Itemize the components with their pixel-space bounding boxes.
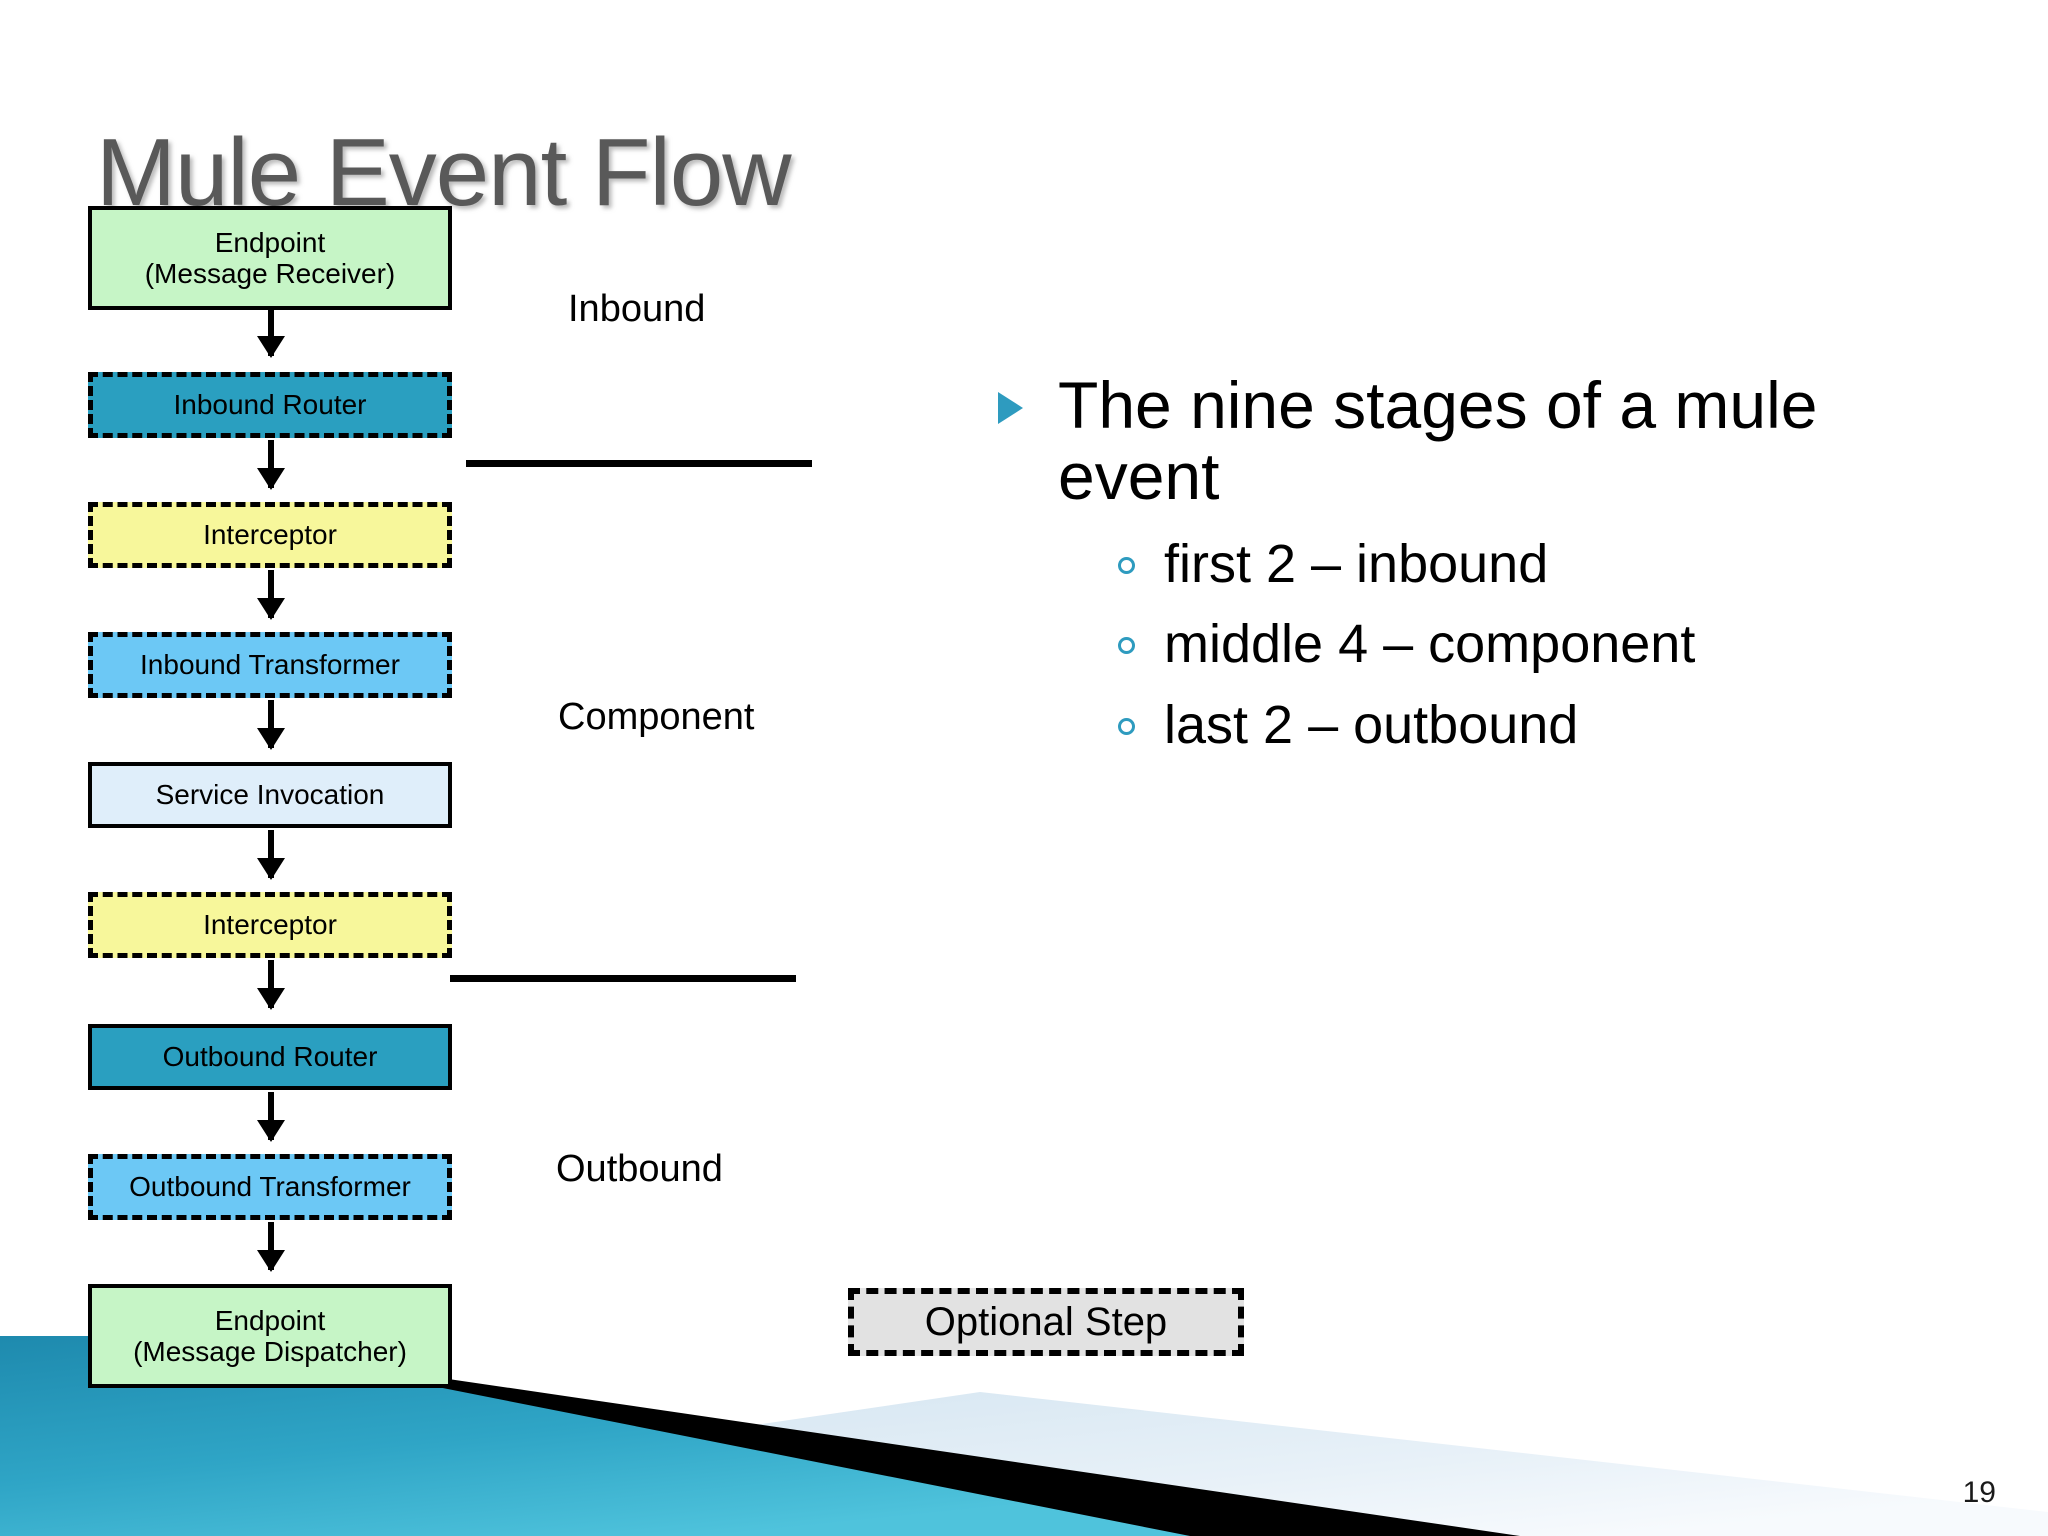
connector-arrow (257, 440, 285, 490)
section-label-outbound: Outbound (556, 1148, 723, 1190)
section-divider-inbound (466, 460, 812, 467)
circle-bullet-icon (1118, 556, 1135, 574)
flow-node-label: Endpoint (Message Dispatcher) (133, 1304, 407, 1367)
flow-node-outbound-transformer[interactable]: Outbound Transformer (88, 1154, 452, 1220)
flow-node-label: Interceptor (203, 519, 337, 551)
flow-node-endpoint-receiver[interactable]: Endpoint (Message Receiver) (88, 206, 452, 310)
bullet-main: The nine stages of a mule event (990, 368, 1990, 514)
connector-arrow (257, 830, 285, 880)
bullet-sub-text: middle 4 – component (1164, 614, 1696, 675)
flow-node-endpoint-dispatcher[interactable]: Endpoint (Message Dispatcher) (88, 1284, 452, 1388)
section-label-inbound: Inbound (568, 288, 706, 330)
bullet-sublist: first 2 – inbound middle 4 – component l… (990, 531, 1990, 760)
circle-bullet-icon (1118, 637, 1135, 655)
bullet-list: The nine stages of a mule event first 2 … (990, 368, 1990, 773)
legend-label: Optional Step (924, 1299, 1168, 1344)
connector-arrow (257, 700, 285, 750)
bullet-sub-text: last 2 – outbound (1164, 695, 1579, 756)
flow-node-label: Outbound Router (162, 1041, 378, 1073)
connector-arrow (257, 1222, 285, 1272)
flow-node-inbound-transformer[interactable]: Inbound Transformer (88, 632, 452, 698)
triangle-bullet-icon (998, 392, 1023, 424)
flow-node-outbound-router[interactable]: Outbound Router (88, 1024, 452, 1090)
flow-node-service-invocation[interactable]: Service Invocation (88, 762, 452, 828)
flow-node-interceptor-inbound[interactable]: Interceptor (88, 502, 452, 568)
legend-optional-step: Optional Step (848, 1288, 1244, 1356)
flow-node-label: Interceptor (203, 909, 337, 941)
connector-arrow (257, 308, 285, 358)
flow-node-interceptor-outbound[interactable]: Interceptor (88, 892, 452, 958)
bullet-sub-item: last 2 – outbound (1112, 692, 1990, 759)
bullet-main-text: The nine stages of a mule event (1058, 368, 1818, 514)
connector-arrow (257, 570, 285, 620)
connector-arrow (257, 960, 285, 1010)
connector-arrow (257, 1092, 285, 1142)
bullet-sub-item: middle 4 – component (1112, 611, 1990, 678)
section-label-component: Component (558, 696, 755, 738)
section-divider-component (450, 975, 796, 982)
bullet-sub-item: first 2 – inbound (1112, 531, 1990, 598)
flow-node-label: Outbound Transformer (129, 1171, 411, 1203)
circle-bullet-icon (1118, 718, 1135, 736)
flow-node-label: Inbound Router (173, 389, 367, 421)
flow-node-inbound-router[interactable]: Inbound Router (88, 372, 452, 438)
mule-event-flow-diagram: Endpoint (Message Receiver) Inbound Rout… (0, 0, 520, 1400)
flow-node-label: Endpoint (Message Receiver) (144, 226, 396, 289)
page-number: 19 (1962, 1476, 1996, 1509)
flow-node-label: Service Invocation (155, 779, 385, 811)
bullet-sub-text: first 2 – inbound (1164, 533, 1549, 594)
flow-node-label: Inbound Transformer (140, 649, 400, 681)
